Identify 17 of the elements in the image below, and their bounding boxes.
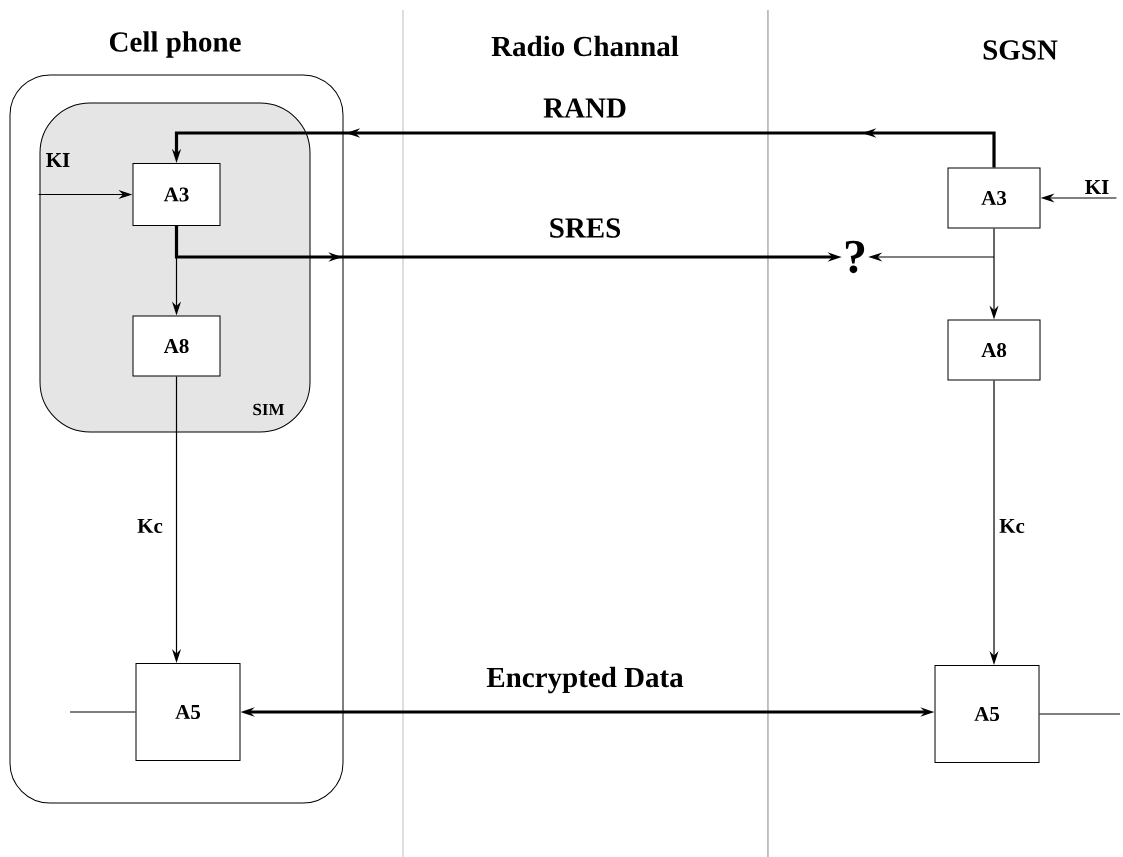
column-heading: Radio Channal (491, 35, 679, 57)
input-label: KI (1085, 180, 1109, 194)
input-label: KI (46, 153, 70, 167)
process-box: A3 (132, 163, 221, 226)
column-heading: SGSN (983, 40, 1058, 60)
edge-label: SRES (547, 217, 623, 239)
edge-label: Encrypted Data (485, 665, 685, 695)
edge-label: Kc (136, 518, 164, 534)
heading: Cell phone (109, 31, 241, 58)
process-box: A5 (135, 663, 241, 761)
process-box: A5 (934, 665, 1040, 763)
process-box: A3 (947, 167, 1041, 229)
process-box: A8 (132, 315, 221, 377)
edge-label: RAND (542, 97, 628, 119)
process-box: A8 (947, 319, 1041, 381)
question-mark: ? (845, 240, 865, 274)
edge-label: Kc (998, 518, 1026, 534)
